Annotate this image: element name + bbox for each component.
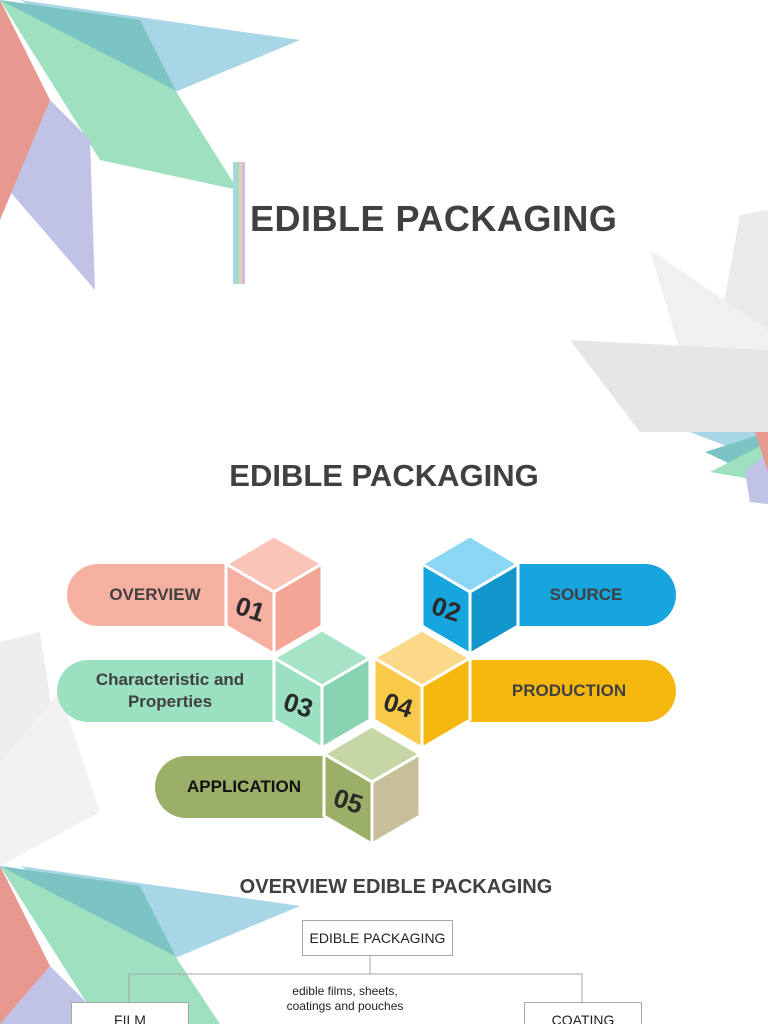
deco-shard-lavender — [745, 452, 768, 504]
deco-shard-coral — [0, 866, 50, 1024]
pill-source — [470, 564, 676, 626]
pill-production — [430, 660, 676, 722]
tree-connectors — [128, 954, 583, 1002]
title-accent-bar — [233, 162, 245, 284]
slide3-decoration — [0, 866, 300, 1024]
cube-04 — [372, 628, 472, 750]
agenda-diagram: 01 02 03 04 05 — [57, 534, 676, 846]
slide2-decoration — [0, 432, 768, 866]
pill-overview — [67, 564, 267, 626]
pill-application — [155, 756, 365, 818]
slide1-decoration — [0, 0, 768, 432]
deco-shard-gray-2 — [0, 692, 100, 866]
cube-02 — [420, 534, 520, 656]
slide-agenda: EDIBLE PACKAGING — [0, 432, 768, 866]
pill-characteristic — [57, 660, 317, 722]
label-source: SOURCE — [549, 585, 623, 604]
deco-shard-coral — [755, 432, 768, 472]
label-characteristic: Characteristic and Properties — [95, 670, 245, 711]
cube-05 — [322, 724, 422, 846]
cube-03 — [272, 628, 372, 750]
slide-overview: OVERVIEW EDIBLE PACKAGING EDIBLE PACKAGI… — [0, 866, 768, 1024]
deco-shard-gray-3 — [570, 340, 768, 432]
label-production: PRODUCTION — [511, 681, 627, 700]
label-application: APPLICATION — [187, 777, 301, 796]
slide-title: EDIBLE PACKAGING — [0, 0, 768, 432]
slide1-title: EDIBLE PACKAGING — [250, 198, 618, 239]
deco-shard-green — [0, 866, 220, 1024]
tree-root-box: EDIBLE PACKAGING — [302, 920, 453, 956]
slide2-title: EDIBLE PACKAGING — [229, 458, 539, 493]
tree-coating-box: COATING — [524, 1002, 642, 1024]
tree-film-box: FILM — [71, 1002, 189, 1024]
slide3-title: OVERVIEW EDIBLE PACKAGING — [239, 876, 553, 898]
label-overview: OVERVIEW — [109, 585, 201, 604]
deco-shard-coral — [0, 0, 50, 220]
deco-shard-green — [0, 0, 238, 190]
cube-01 — [224, 534, 324, 656]
tree-note: edible films, sheets, coatings and pouch… — [286, 984, 404, 1013]
